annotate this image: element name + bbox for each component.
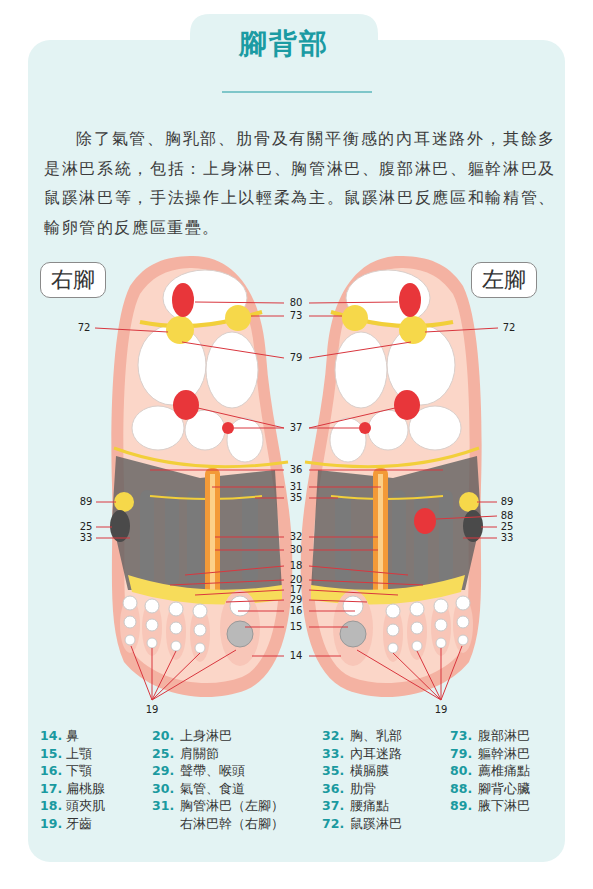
key-number: 31. xyxy=(152,798,174,813)
key-term: 扁桃腺 xyxy=(66,781,105,796)
key-term: 上顎 xyxy=(66,746,92,761)
heart-point xyxy=(414,508,436,534)
key-term: 鼠蹊淋巴 xyxy=(350,816,402,831)
callout-number: 25 xyxy=(80,522,93,532)
key-term: 軀幹淋巴 xyxy=(478,746,530,761)
key-term: 腋下淋巴 xyxy=(478,798,530,813)
callout-number: 31 xyxy=(290,482,303,492)
callout-number: 37 xyxy=(290,423,303,433)
key-term: 肋骨 xyxy=(350,781,376,796)
key-number: 33. xyxy=(322,746,344,761)
left-foot xyxy=(301,256,498,700)
foot-tag-box: 右腳 xyxy=(40,262,106,298)
key-number: 37. xyxy=(322,798,344,813)
title-rule xyxy=(222,91,372,92)
callout-number: 33 xyxy=(80,533,93,543)
key-number: 30. xyxy=(152,781,174,796)
key-number: 19. xyxy=(40,816,62,831)
callout-number: 89 xyxy=(80,497,93,507)
callout-number: 16 xyxy=(290,606,303,616)
foot-tag-box: 左腳 xyxy=(471,262,537,298)
callout-number: 73 xyxy=(290,311,303,321)
title-tab xyxy=(190,14,378,62)
key-term: 肩關節 xyxy=(180,746,219,761)
key-number: 32. xyxy=(322,728,344,743)
key-number: 72. xyxy=(322,816,344,831)
callout-number: 20 xyxy=(290,575,303,585)
callout-number: 29 xyxy=(290,595,303,605)
callout-number: 30 xyxy=(290,545,303,555)
key-term: 右淋巴幹（右腳） xyxy=(180,816,284,831)
key-term: 牙齒 xyxy=(66,816,92,831)
callout-number: 17 xyxy=(290,585,303,595)
key-term: 鼻 xyxy=(66,728,79,743)
key-number: 35. xyxy=(322,763,344,778)
callout-number: 89 xyxy=(501,497,514,507)
key-term: 上身淋巴 xyxy=(180,728,232,743)
callout-number: 72 xyxy=(78,323,91,333)
key-number: 16. xyxy=(40,763,62,778)
key-number: 79. xyxy=(450,746,472,761)
callout-number: 32 xyxy=(290,532,303,542)
key-term: 聲帶、喉頭 xyxy=(180,763,245,778)
key-number: 15. xyxy=(40,746,62,761)
key-term: 胸、乳部 xyxy=(350,728,402,743)
key-number: 29. xyxy=(152,763,174,778)
key-number: 20. xyxy=(152,728,174,743)
panel-background xyxy=(28,40,565,862)
key-term: 腹部淋巴 xyxy=(478,728,530,743)
callout-number: 19 xyxy=(146,705,159,715)
key-term: 頭夾肌 xyxy=(66,798,105,813)
foot-tag: 左腳 xyxy=(482,265,526,295)
key-term: 內耳迷路 xyxy=(350,746,402,761)
callout-number: 25 xyxy=(501,522,514,532)
intro-paragraph: 除了氣管、胸乳部、肋骨及有關平衡感的內耳迷路外，其餘多是淋巴系統，包括：上身淋巴… xyxy=(44,124,556,242)
key-number: 88. xyxy=(450,781,472,796)
key-term: 腰痛點 xyxy=(350,798,389,813)
callout-number: 14 xyxy=(290,651,303,661)
callout-number: 35 xyxy=(290,493,303,503)
key-number: 89. xyxy=(450,798,472,813)
key-term: 氣管、食道 xyxy=(180,781,245,796)
key-number: 73. xyxy=(450,728,472,743)
key-number: 14. xyxy=(40,728,62,743)
key-number: 18. xyxy=(40,798,62,813)
callout-number: 33 xyxy=(501,533,514,543)
callout-number: 18 xyxy=(290,561,303,571)
callout-number: 79 xyxy=(290,353,303,363)
key-term: 下顎 xyxy=(66,763,92,778)
leader-line xyxy=(436,516,497,519)
key-number: 17. xyxy=(40,781,62,796)
foot-tag: 右腳 xyxy=(51,265,95,295)
callout-number: 36 xyxy=(290,465,303,475)
key-number: 80. xyxy=(450,763,472,778)
page-title: 腳背部 xyxy=(190,27,378,61)
key-number: 36. xyxy=(322,781,344,796)
key-term: 腳背心臟 xyxy=(478,781,530,796)
key-number: 25. xyxy=(152,746,174,761)
callout-number: 88 xyxy=(501,511,514,521)
callout-number: 80 xyxy=(290,298,303,308)
key-term: 薦椎痛點 xyxy=(478,763,530,778)
key-term: 橫膈膜 xyxy=(350,763,389,778)
right-foot xyxy=(95,256,292,700)
key-term: 胸管淋巴（左腳） xyxy=(180,798,284,813)
callout-number: 72 xyxy=(503,323,516,333)
callout-number: 19 xyxy=(435,705,448,715)
callout-number: 15 xyxy=(290,622,303,632)
